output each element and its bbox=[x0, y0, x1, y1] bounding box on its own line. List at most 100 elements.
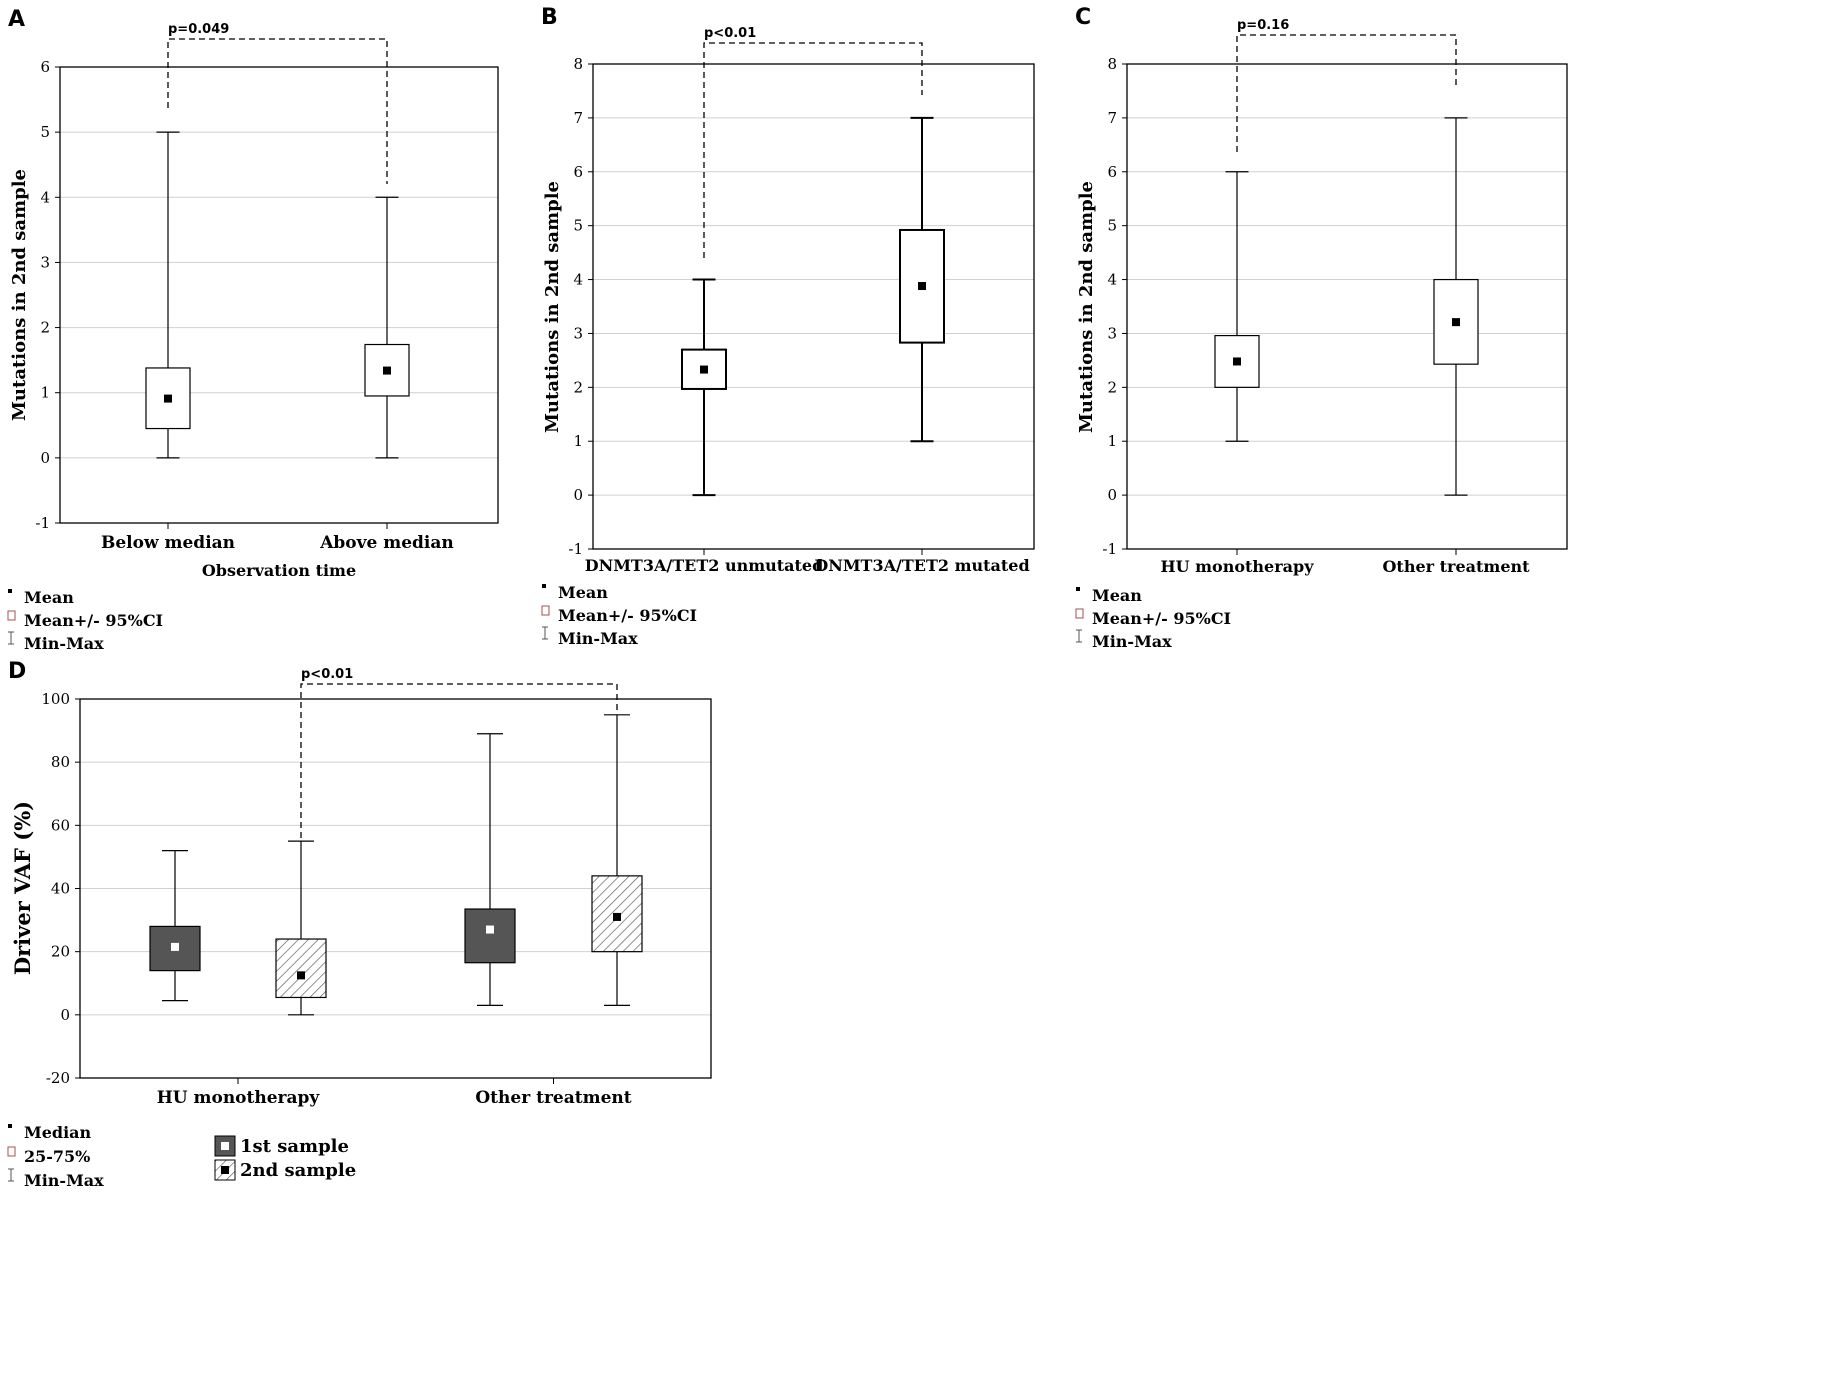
y-tick-label: 3 bbox=[1107, 324, 1117, 342]
box-center-marker bbox=[297, 971, 305, 980]
y-axis-label: Driver VAF (%) bbox=[10, 801, 35, 975]
x-category-label: HU monotherapy bbox=[1160, 557, 1314, 576]
legend-mean-icon bbox=[8, 1124, 12, 1128]
x-category-label: Other treatment bbox=[475, 1088, 631, 1108]
legend-minmax-label: Min-Max bbox=[558, 629, 638, 648]
legend-minmax-icon bbox=[8, 1168, 14, 1182]
y-tick-label: 0 bbox=[1107, 486, 1117, 504]
y-tick-label: 3 bbox=[40, 253, 50, 271]
legend-minmax-label: Min-Max bbox=[24, 1171, 104, 1190]
y-tick-label: 6 bbox=[40, 58, 50, 76]
y-axis-label: Mutations in 2nd sample bbox=[1076, 181, 1097, 433]
box-center-marker bbox=[171, 942, 179, 951]
y-tick-label: 5 bbox=[573, 217, 583, 235]
legend-ci-label: 25-75% bbox=[24, 1147, 90, 1166]
y-tick-label: 4 bbox=[1107, 271, 1117, 289]
y-tick-label: 2 bbox=[40, 319, 50, 337]
y-axis-label: Mutations in 2nd sample bbox=[9, 169, 30, 421]
y-tick-label: -20 bbox=[46, 1069, 70, 1087]
y-tick-label: 7 bbox=[1107, 109, 1117, 127]
legend-ci-icon bbox=[7, 1146, 16, 1157]
y-tick-label: 5 bbox=[40, 123, 50, 141]
box bbox=[464, 908, 516, 964]
x-category-label: Above median bbox=[319, 533, 454, 553]
y-tick-label: 2 bbox=[573, 378, 583, 396]
y-tick-label: -1 bbox=[1102, 540, 1117, 558]
legend-ci-icon bbox=[1075, 608, 1084, 619]
legend-ci-icon bbox=[7, 610, 16, 621]
y-tick-label: 80 bbox=[51, 753, 70, 771]
box-center-marker bbox=[700, 365, 708, 374]
y-tick-label: 1 bbox=[1107, 432, 1117, 450]
y-tick-label: 0 bbox=[60, 1006, 70, 1024]
legend-ci-label: Mean+/- 95%CI bbox=[558, 606, 697, 625]
significance-bracket bbox=[703, 42, 923, 258]
y-tick-label: 20 bbox=[51, 943, 70, 961]
y-tick-label: 0 bbox=[573, 486, 583, 504]
significance-bracket bbox=[167, 38, 388, 184]
legend-mean-label: Mean bbox=[558, 583, 608, 602]
x-category-label: Other treatment bbox=[1382, 557, 1530, 576]
y-tick-label: 6 bbox=[1107, 163, 1117, 181]
legend-minmax-label: Min-Max bbox=[24, 634, 104, 653]
legend-2nd-sample-marker bbox=[221, 1166, 229, 1174]
box-center-marker bbox=[1233, 357, 1241, 366]
legend-mean-icon bbox=[1076, 587, 1080, 591]
box-center-marker bbox=[613, 912, 621, 921]
panel-label: A bbox=[8, 7, 25, 32]
y-tick-label: 8 bbox=[1107, 55, 1117, 73]
legend-minmax-icon bbox=[1076, 629, 1082, 643]
y-tick-label: 2 bbox=[1107, 378, 1117, 396]
legend-mean-label: Mean bbox=[24, 588, 74, 607]
legend-ci-label: Mean+/- 95%CI bbox=[1092, 609, 1231, 628]
legend-1st-sample-marker bbox=[221, 1142, 229, 1150]
y-tick-label: -1 bbox=[35, 514, 50, 532]
legend-1st-sample-label: 1st sample bbox=[240, 1136, 349, 1157]
legend-minmax-icon bbox=[8, 631, 14, 645]
box-center-marker bbox=[1452, 318, 1460, 327]
x-category-label: DNMT3A/TET2 unmutated bbox=[585, 556, 824, 575]
box-center-marker bbox=[383, 366, 391, 375]
legend-minmax-label: Min-Max bbox=[1092, 632, 1172, 651]
x-axis-label: Observation time bbox=[202, 561, 356, 580]
p-value-label: p=0.16 bbox=[1237, 18, 1289, 33]
legend-mean-icon bbox=[542, 584, 546, 588]
legend-minmax-icon bbox=[542, 626, 548, 640]
y-tick-label: 40 bbox=[51, 880, 70, 898]
box-center-marker bbox=[918, 282, 926, 291]
y-tick-label: 100 bbox=[41, 690, 70, 708]
legend-ci-icon bbox=[541, 605, 550, 616]
y-tick-label: -1 bbox=[568, 540, 583, 558]
box-center-marker bbox=[164, 394, 172, 403]
x-category-label: HU monotherapy bbox=[157, 1088, 321, 1108]
legend-ci-label: Mean+/- 95%CI bbox=[24, 611, 163, 630]
legend-mean-icon bbox=[8, 589, 12, 593]
significance-bracket bbox=[300, 683, 618, 838]
y-tick-label: 5 bbox=[1107, 217, 1117, 235]
y-tick-label: 7 bbox=[573, 109, 583, 127]
panel-label: D bbox=[8, 659, 26, 684]
plot-frame bbox=[592, 63, 1035, 550]
y-axis-label: Mutations in 2nd sample bbox=[542, 181, 563, 433]
legend-2nd-sample-label: 2nd sample bbox=[240, 1160, 356, 1181]
y-tick-label: 6 bbox=[573, 163, 583, 181]
y-tick-label: 60 bbox=[51, 816, 70, 834]
panel-label: B bbox=[541, 5, 558, 30]
p-value-label: p<0.01 bbox=[301, 667, 353, 682]
plot-frame bbox=[1126, 63, 1568, 550]
x-category-label: DNMT3A/TET2 mutated bbox=[814, 556, 1029, 575]
y-tick-label: 3 bbox=[573, 324, 583, 342]
p-value-label: p<0.01 bbox=[704, 26, 756, 41]
box bbox=[275, 938, 327, 999]
y-tick-label: 8 bbox=[573, 55, 583, 73]
panel-label: C bbox=[1075, 5, 1091, 30]
y-tick-label: 4 bbox=[573, 271, 583, 289]
y-tick-label: 1 bbox=[573, 432, 583, 450]
y-tick-label: 0 bbox=[40, 449, 50, 467]
significance-bracket bbox=[1236, 34, 1457, 152]
legend-mean-label: Mean bbox=[1092, 586, 1142, 605]
